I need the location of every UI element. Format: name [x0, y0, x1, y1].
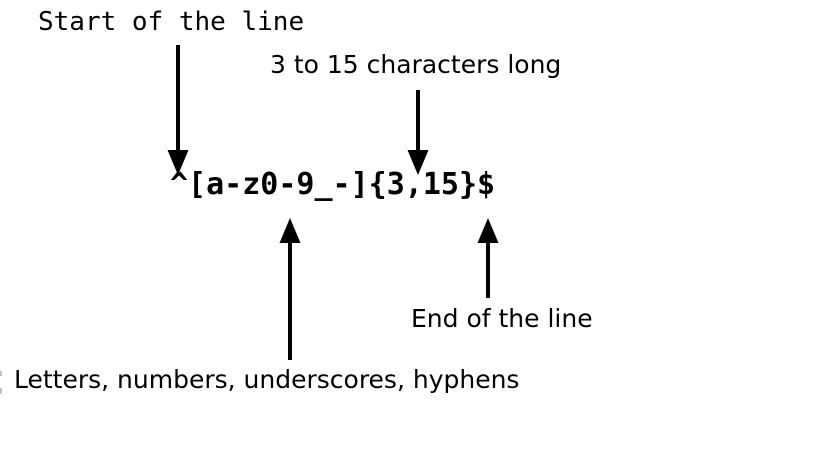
regex-pattern-text: ^[a-z0-9_-]{3,15}$ — [170, 167, 496, 202]
charset-arrow-up-icon — [279, 218, 301, 360]
charset-label: Letters, numbers, underscores, hyphens — [14, 365, 520, 394]
left-edge-artifact-mark — [0, 388, 2, 394]
left-edge-artifact-mark — [0, 371, 2, 376]
length-label: 3 to 15 characters long — [270, 50, 562, 79]
end-of-line-arrow-up-icon — [477, 218, 499, 298]
start-of-line-label: Start of the line — [38, 7, 305, 37]
length-arrow-down-icon — [407, 90, 429, 175]
start-of-line-arrow-down-icon — [167, 45, 189, 175]
end-of-line-label: End of the line — [411, 304, 593, 333]
